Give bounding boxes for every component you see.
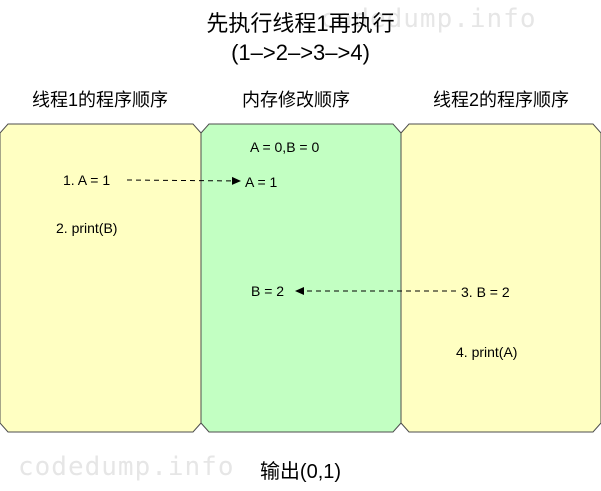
thread1-header: 线程1的程序顺序 — [31, 90, 168, 110]
thread2-step-2: 4. print(A) — [456, 344, 518, 360]
thread2-column — [400, 123, 601, 433]
thread1-column — [0, 123, 202, 433]
watermark-top: codedump.info — [320, 4, 537, 34]
output-result: 输出(0,1) — [259, 461, 342, 483]
memory-column — [200, 123, 402, 433]
watermark-bottom: codedump.info — [18, 452, 235, 482]
diagram-title: 先执行线程1再执行 — [206, 11, 395, 36]
memory-initial-state: A = 0,B = 0 — [250, 139, 320, 155]
memory-header: 内存修改顺序 — [242, 90, 350, 110]
arrow-a-write — [126, 176, 241, 185]
thread2-header: 线程2的程序顺序 — [432, 90, 569, 110]
memory-write-a: A = 1 — [245, 174, 278, 190]
thread1-step-2: 2. print(B) — [56, 220, 118, 236]
diagram-subtitle: (1–>2–>3–>4) — [231, 40, 370, 65]
thread2-step-1: 3. B = 2 — [461, 284, 510, 300]
thread1-step-1: 1. A = 1 — [63, 172, 111, 188]
memory-write-b: B = 2 — [251, 283, 285, 299]
